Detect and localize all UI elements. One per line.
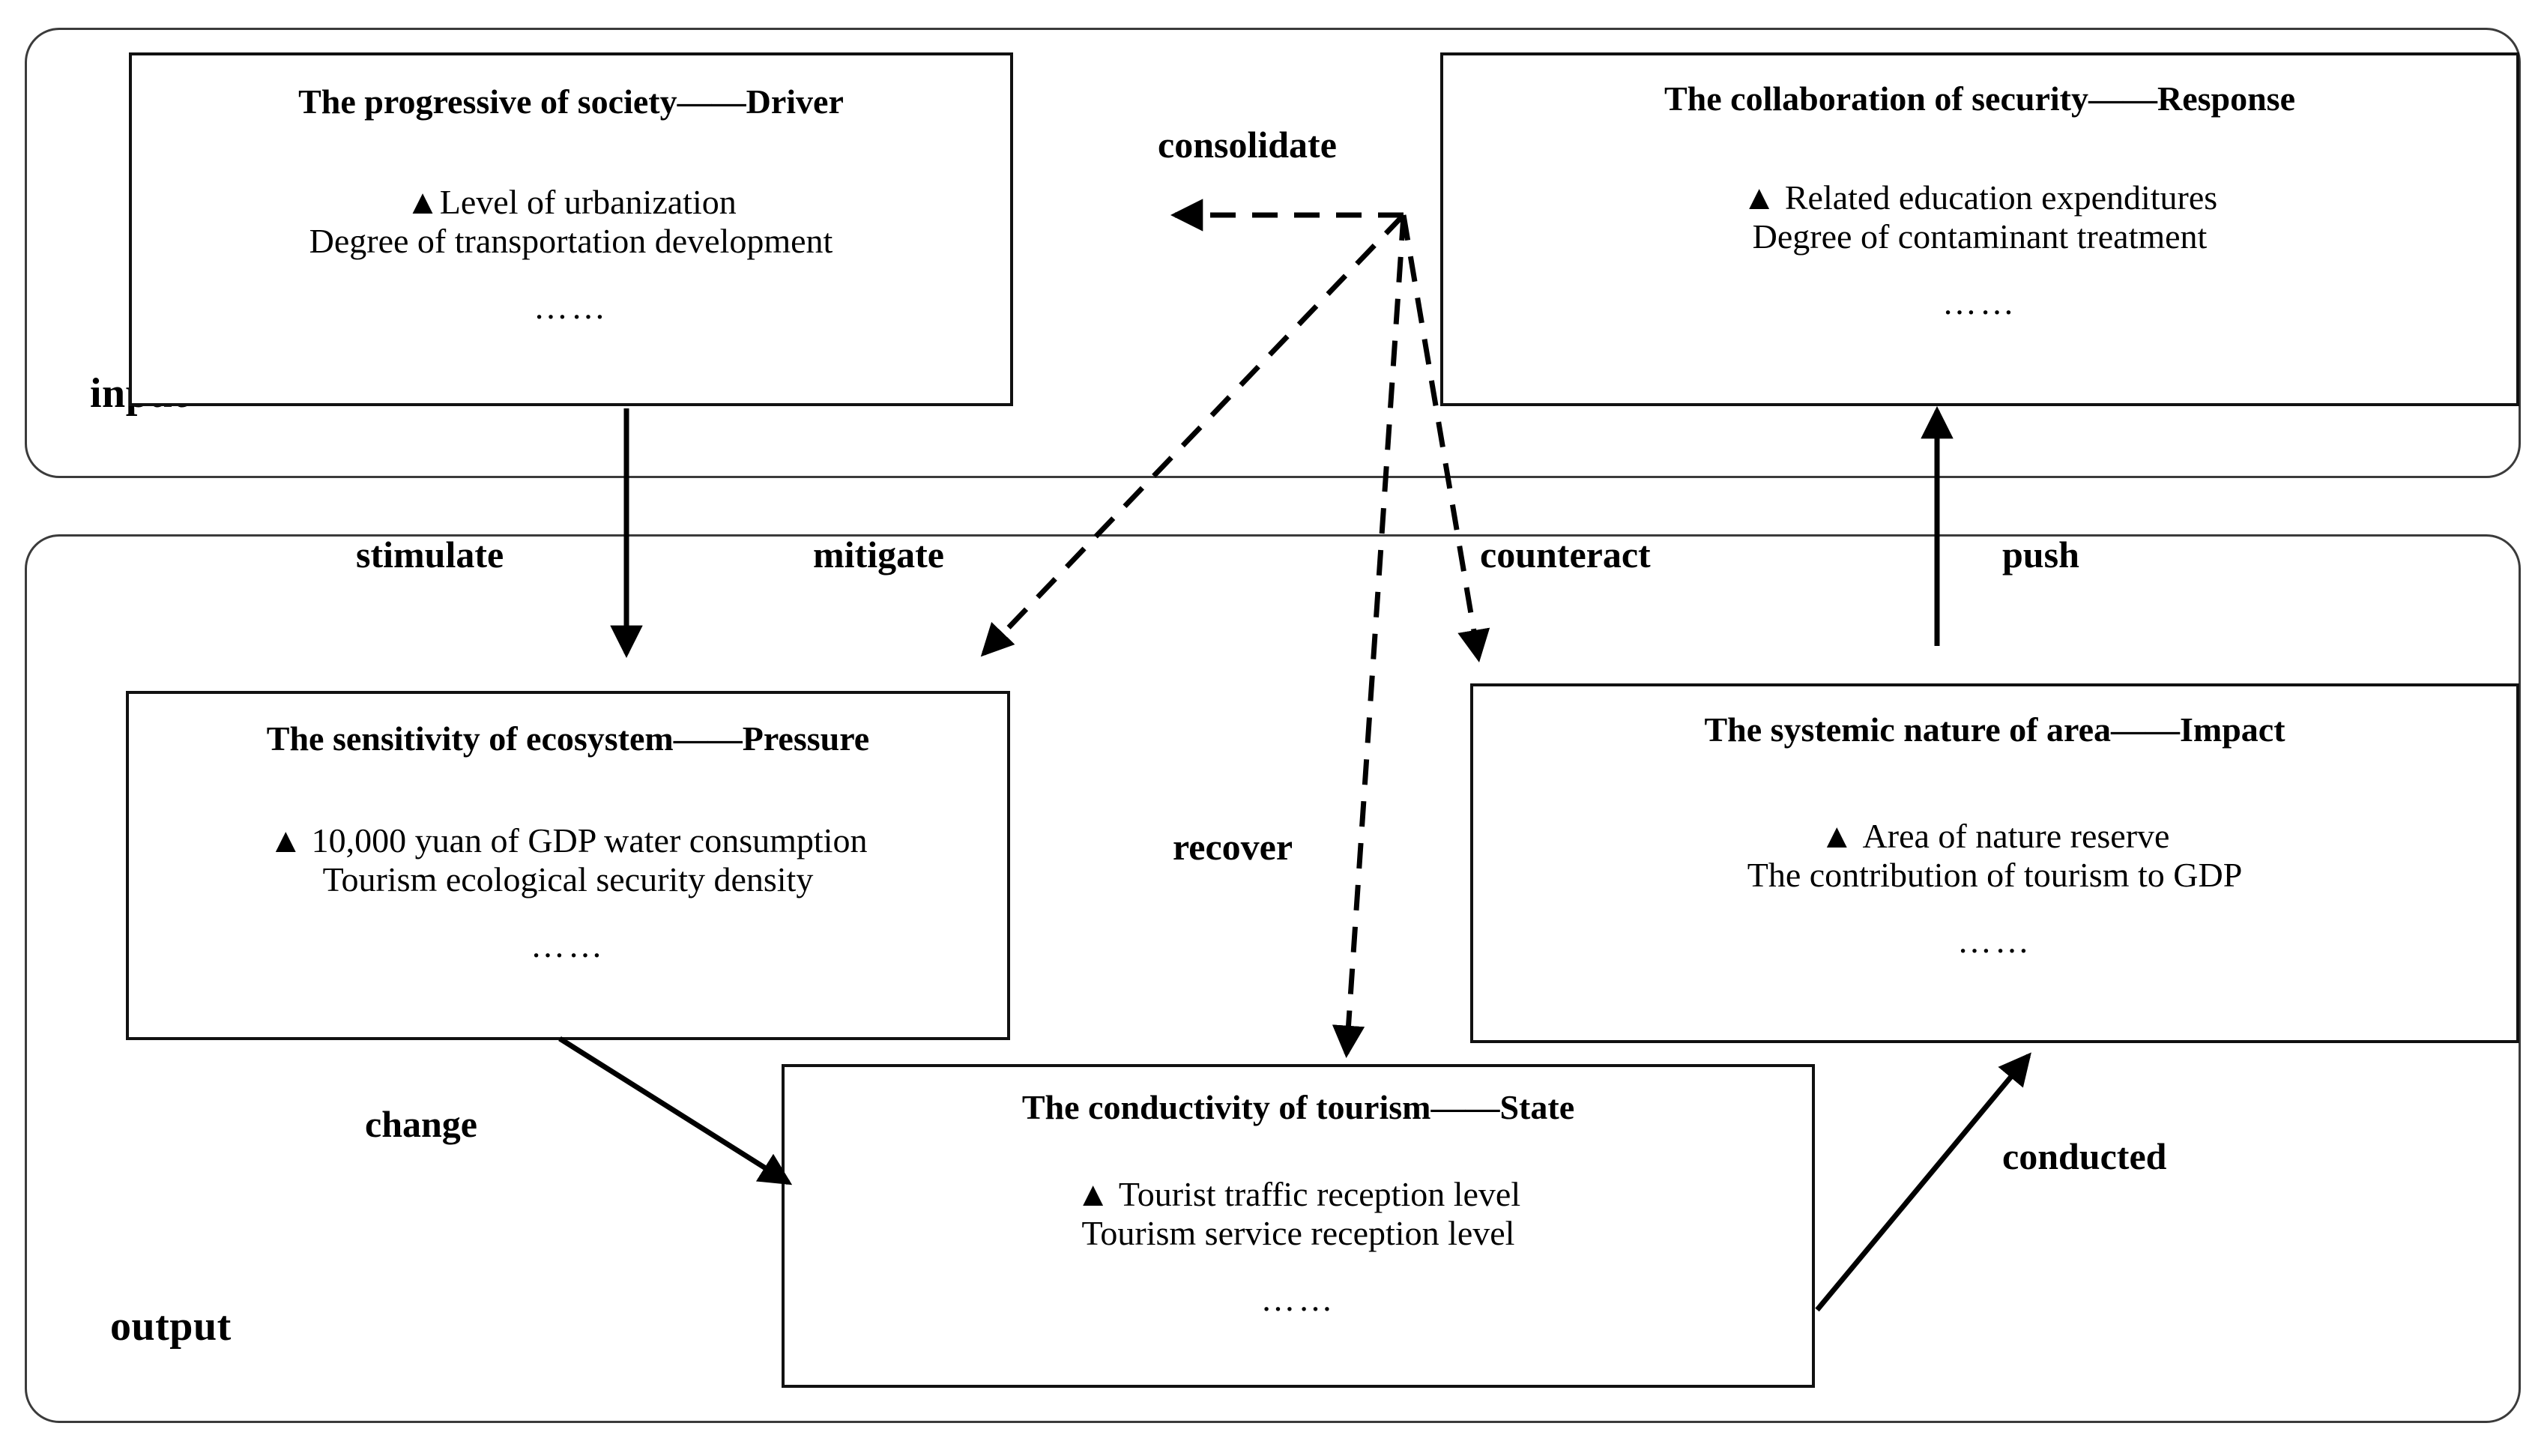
node-state[interactable]: The conductivity of tourism——State ▲ Tou… — [782, 1064, 1815, 1388]
edge-label-recover: recover — [1173, 826, 1293, 868]
node-response-ellipsis: …… — [1942, 283, 2017, 322]
triangle-marker-icon: ▲ — [1075, 1175, 1111, 1214]
triangle-marker-icon: ▲ — [1819, 817, 1855, 856]
node-driver-indicator-1-text: Level of urbanization — [439, 183, 737, 222]
node-driver-body: ▲Level of urbanization Degree of transpo… — [309, 183, 833, 324]
edge-label-conducted: conducted — [2002, 1135, 2167, 1177]
triangle-marker-icon: ▲ — [1741, 178, 1777, 217]
node-impact[interactable]: The systemic nature of area——Impact ▲ Ar… — [1470, 683, 2519, 1043]
node-impact-indicator-1: ▲ Area of nature reserve — [1747, 817, 2243, 856]
node-driver[interactable]: The progressive of society——Driver ▲Leve… — [129, 52, 1013, 406]
node-state-ellipsis: …… — [1260, 1280, 1336, 1319]
node-pressure-body: ▲ 10,000 yuan of GDP water consumption T… — [269, 821, 868, 963]
node-response[interactable]: The collaboration of security——Response … — [1440, 52, 2519, 406]
zone-label-output: output — [110, 1303, 232, 1350]
edge-label-consolidate: consolidate — [1158, 124, 1337, 166]
node-state-indicator-1: ▲ Tourist traffic reception level — [1076, 1175, 1520, 1214]
node-driver-indicator-2: Degree of transportation development — [309, 221, 833, 260]
node-impact-ellipsis: …… — [1957, 922, 2032, 961]
node-response-indicator-1-text: Related education expenditures — [1784, 178, 2218, 217]
node-impact-title: The systemic nature of area——Impact — [1704, 710, 2285, 749]
edge-label-counteract: counteract — [1480, 534, 1651, 576]
node-pressure-ellipsis: …… — [531, 926, 605, 965]
node-state-indicator-2: Tourism service reception level — [1081, 1213, 1515, 1252]
node-response-title: The collaboration of security——Response — [1664, 79, 2295, 118]
node-impact-indicator-2: The contribution of tourism to GDP — [1747, 855, 2243, 894]
node-pressure-title: The sensitivity of ecosystem——Pressure — [266, 719, 870, 758]
node-pressure[interactable]: The sensitivity of ecosystem——Pressure ▲… — [126, 691, 1010, 1040]
node-driver-indicator-1: ▲Level of urbanization — [309, 183, 833, 222]
node-response-indicator-2: Degree of contaminant treatment — [1752, 217, 2208, 256]
edge-label-stimulate: stimulate — [356, 534, 504, 576]
edge-label-mitigate: mitigate — [813, 534, 944, 576]
node-impact-indicator-1-text: Area of nature reserve — [1862, 817, 2170, 856]
triangle-marker-icon: ▲ — [268, 821, 303, 860]
node-response-body: ▲ Related education expenditures Degree … — [1742, 178, 2217, 320]
node-state-title: The conductivity of tourism——State — [1021, 1088, 1575, 1126]
node-pressure-indicator-2: Tourism ecological security density — [322, 860, 814, 898]
node-state-body: ▲ Tourist traffic reception level Touris… — [1076, 1175, 1520, 1317]
node-driver-title: The progressive of society——Driver — [298, 82, 844, 121]
node-pressure-indicator-1-text: 10,000 yuan of GDP water consumption — [311, 821, 868, 860]
edge-label-push: push — [2002, 534, 2079, 576]
node-impact-body: ▲ Area of nature reserve The contributio… — [1747, 817, 2243, 958]
edge-label-change: change — [365, 1103, 477, 1145]
node-state-indicator-1-text: Tourist traffic reception level — [1118, 1175, 1521, 1214]
node-response-indicator-1: ▲ Related education expenditures — [1742, 178, 2217, 217]
node-driver-ellipsis: …… — [533, 288, 608, 327]
triangle-marker-icon: ▲ — [405, 183, 440, 222]
node-pressure-indicator-1: ▲ 10,000 yuan of GDP water consumption — [269, 821, 868, 860]
